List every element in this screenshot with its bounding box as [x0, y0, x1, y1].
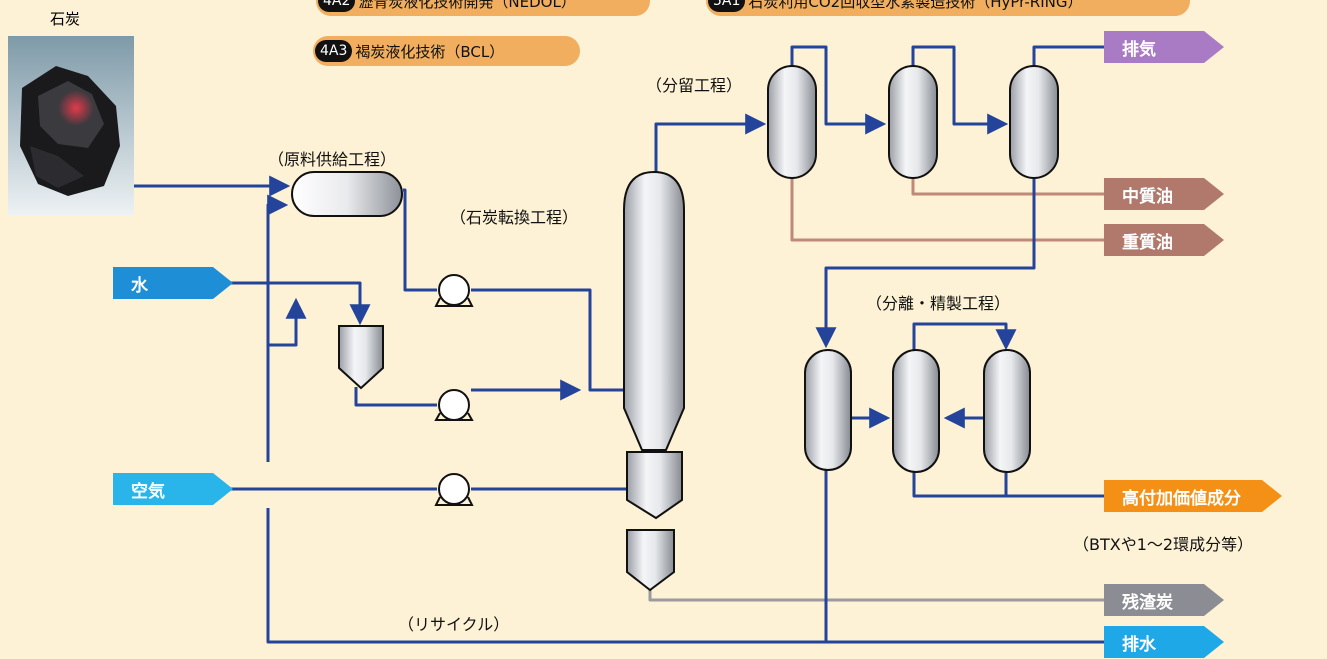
water-pump	[438, 389, 470, 421]
distillation-column-3	[1009, 65, 1059, 179]
recycle-feed-line	[266, 194, 289, 462]
air-input-label: 空気	[131, 481, 165, 502]
reactor-overhead-line	[654, 113, 767, 174]
feed-tank	[291, 171, 403, 217]
high-value-label: 高付加価値成分	[1122, 488, 1241, 509]
distillation-column-1	[767, 65, 817, 179]
distill-2-3-line	[911, 45, 1009, 135]
feed-process-label: （原料供給工程）	[268, 150, 397, 169]
heavy-oil-line	[790, 177, 1110, 242]
project-name: 石炭利用CO2回収型水素製造技術（HyPr-RING）	[748, 0, 1083, 11]
residue-hopper	[626, 529, 675, 592]
slurry-pump	[438, 274, 470, 306]
separation-column-3	[983, 349, 1031, 473]
high-value-note: （BTXや1～2環成分等）	[1073, 535, 1254, 554]
water-input-label: 水	[131, 275, 148, 296]
heavy-oil-label: 重質油	[1122, 232, 1173, 253]
water-input-arrow: 水	[113, 267, 233, 299]
recycle-label: （リサイクル）	[398, 615, 510, 634]
water-line	[230, 281, 371, 326]
recycle-water-line	[268, 297, 307, 347]
exhaust-output-arrow: 排気	[1104, 31, 1224, 63]
high-value-output-arrow: 高付加価値成分	[1104, 480, 1282, 512]
residue-line	[648, 588, 1110, 602]
air-compressor	[438, 473, 470, 505]
separation-column-1	[804, 349, 852, 471]
wastewater-output-arrow: 排水	[1104, 626, 1224, 658]
conversion-process-label: （石炭転換工程）	[450, 208, 579, 227]
mixer-hopper	[338, 325, 384, 390]
residue-label: 残渣炭	[1122, 592, 1173, 613]
middle-oil-output-arrow: 中質油	[1104, 178, 1224, 210]
sep-bottom-line	[912, 472, 1008, 498]
separation-feed-line	[815, 177, 1036, 349]
feed-out-line	[403, 188, 437, 292]
sep-2-3-line	[912, 322, 1017, 351]
slurry-line	[471, 288, 624, 392]
recycle-bottom-line	[266, 508, 1104, 644]
project-bcl-pill: 4A3 褐炭液化技術（BCL）	[313, 36, 580, 66]
distillation-process-label: （分留工程）	[646, 76, 743, 95]
project-code-badge: 4A2	[318, 0, 356, 12]
project-code-badge: 5A1	[708, 0, 746, 12]
distillation-column-2	[888, 65, 938, 179]
project-hypr-ring-pill: 5A1 石炭利用CO2回収型水素製造技術（HyPr-RING）	[706, 0, 1190, 16]
mixer-out-line	[354, 387, 437, 407]
distill-1-2-line	[790, 45, 887, 135]
project-name: 瀝青炭液化技術開発（NEDOL）	[358, 0, 576, 11]
wastewater-label: 排水	[1122, 634, 1156, 655]
project-code-badge: 4A3	[315, 40, 353, 62]
project-nedol-pill: 4A2 瀝青炭液化技術開発（NEDOL）	[316, 0, 650, 16]
residue-output-arrow: 残渣炭	[1104, 584, 1224, 616]
gasifier	[626, 451, 683, 520]
reactor-column	[623, 170, 685, 451]
middle-oil-line	[911, 177, 1110, 196]
coal-image	[8, 36, 134, 216]
coal-label: 石炭	[50, 10, 81, 28]
separation-process-label: （分離・精製工程）	[866, 294, 1011, 313]
middle-oil-label: 中質油	[1122, 186, 1173, 207]
separation-column-2	[892, 349, 940, 473]
project-name: 褐炭液化技術（BCL）	[355, 42, 505, 61]
air-input-arrow: 空気	[113, 473, 233, 505]
exhaust-label: 排気	[1122, 39, 1156, 60]
exhaust-line	[1032, 45, 1104, 68]
heavy-oil-output-arrow: 重質油	[1104, 224, 1224, 256]
